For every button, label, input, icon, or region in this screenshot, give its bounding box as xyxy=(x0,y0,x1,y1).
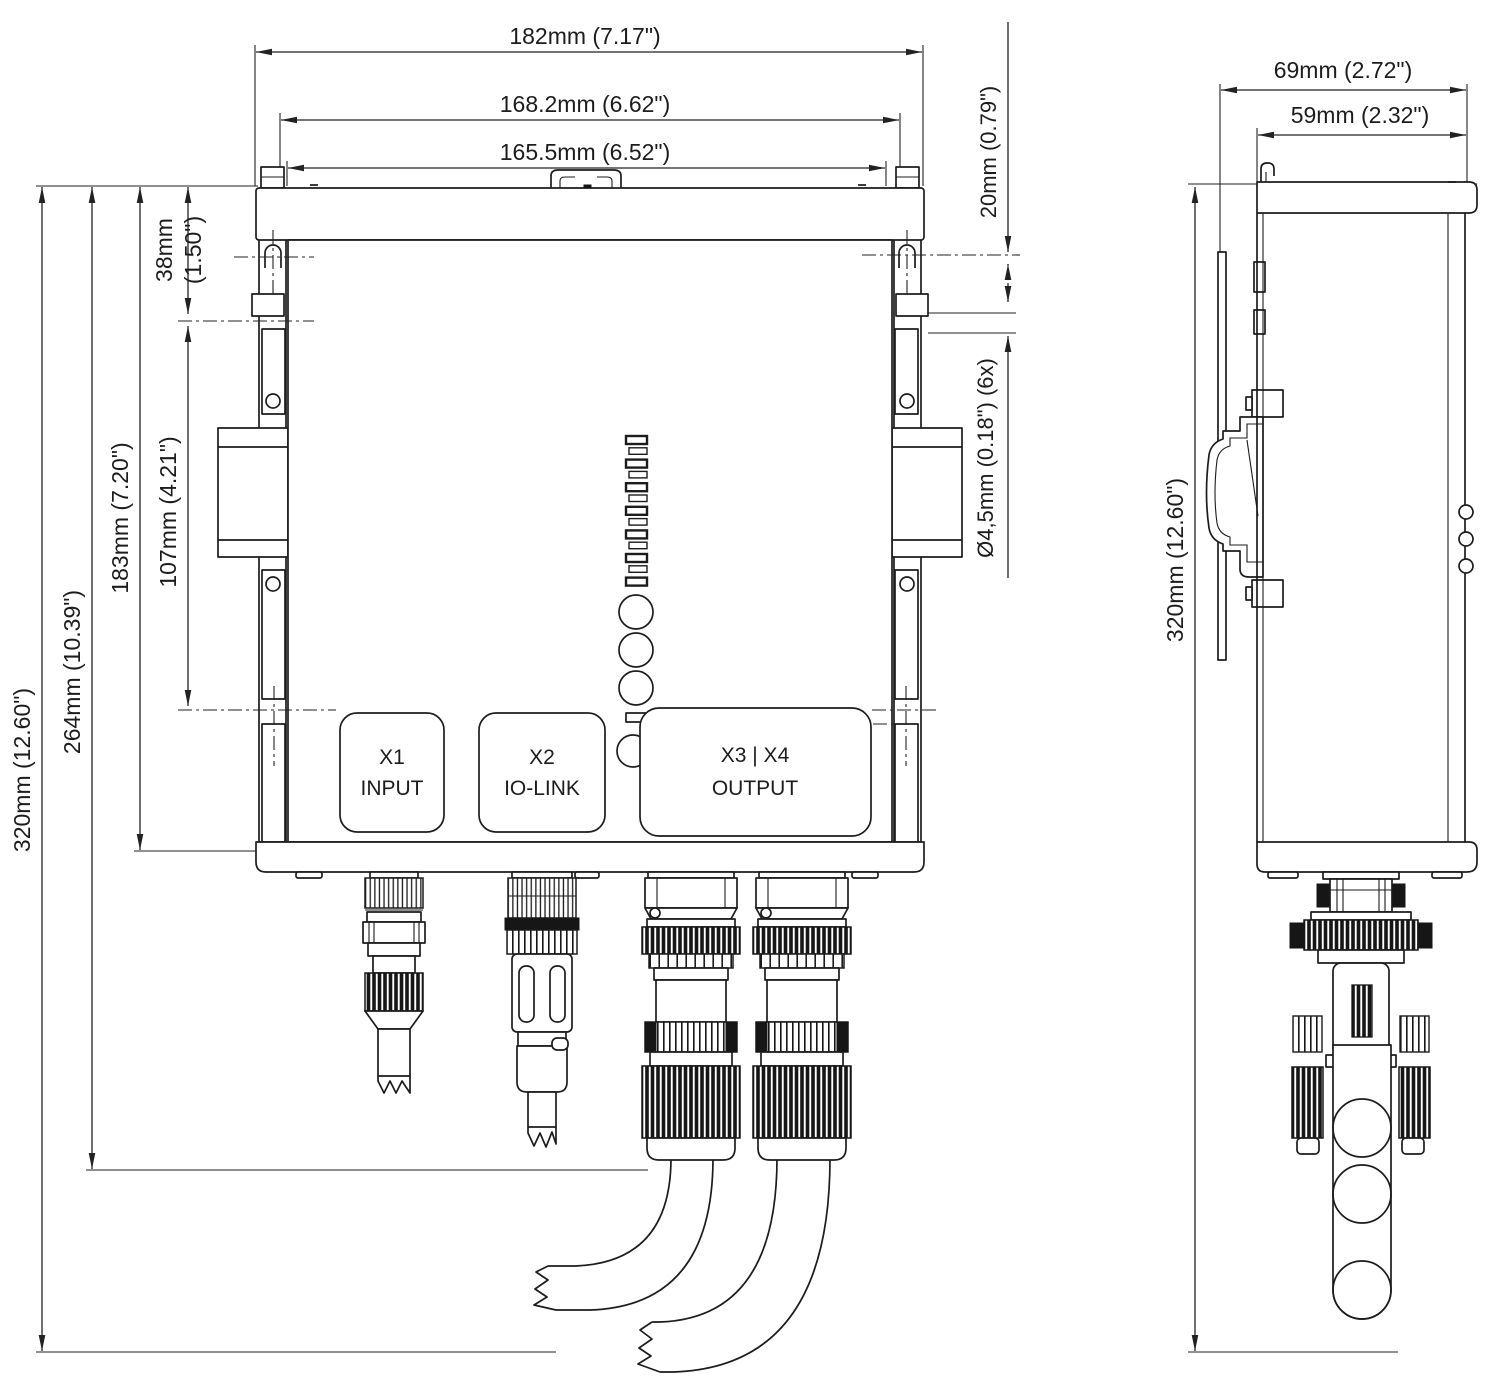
side-view xyxy=(1205,162,1478,1320)
led-segment xyxy=(628,565,648,573)
status-led xyxy=(618,670,654,706)
x3x4-function: OUTPUT xyxy=(712,777,799,800)
led-segment xyxy=(628,470,648,479)
dim-hole-span: 107mm (4.21") xyxy=(155,436,181,587)
led-segment xyxy=(624,482,649,493)
front-left-bracket xyxy=(217,166,289,843)
dim-depth-overall: 69mm (2.72") xyxy=(1274,57,1413,83)
x2-function: IO-LINK xyxy=(504,777,580,800)
led-segment xyxy=(624,552,649,564)
bottom-flange xyxy=(255,841,925,873)
status-led xyxy=(618,632,654,668)
led-segment xyxy=(624,576,649,587)
output-cables xyxy=(533,1157,831,1373)
dim-hole-offset-mm: 38mm xyxy=(151,218,177,282)
side-connector-stack xyxy=(1289,871,1433,1320)
x2-id: X2 xyxy=(529,746,555,769)
dim-mount-hole: Ø4,5mm (0.18") (6x) xyxy=(973,358,998,558)
top-tab xyxy=(550,169,622,188)
connector-label-x3x4: X3 | X4 OUTPUT xyxy=(639,707,872,837)
status-led-group xyxy=(618,594,654,706)
led-bar-indicator xyxy=(624,434,649,587)
led-segment xyxy=(624,505,649,516)
led-segment xyxy=(628,541,648,550)
x1-id: X1 xyxy=(379,746,405,769)
dimension-layer: 182mm (7.17") 168.2mm (6.62") 165.5mm (6… xyxy=(9,22,1477,1353)
connector-x3 xyxy=(641,871,741,1161)
connector-x2 xyxy=(504,871,580,1148)
dim-height-overall: 320mm (12.60") xyxy=(9,688,35,852)
connector-label-x2: X2 IO-LINK xyxy=(478,712,606,833)
front-right-bracket xyxy=(891,166,963,843)
dim-side-height-overall: 320mm (12.60") xyxy=(1162,478,1188,642)
dim-width-mount-inner: 165.5mm (6.52") xyxy=(500,139,671,165)
connector-x4 xyxy=(752,871,852,1161)
connector-x1 xyxy=(362,871,426,1094)
dim-depth-housing: 59mm (2.32") xyxy=(1291,102,1430,128)
side-cable xyxy=(1332,1044,1392,1320)
connector-label-x1: X1 INPUT xyxy=(339,712,445,833)
dim-hole-offset-inch: (1.50") xyxy=(180,216,206,284)
dim-width-mount-outer: 168.2mm (6.62") xyxy=(500,91,671,117)
dim-width-overall: 182mm (7.17") xyxy=(509,23,660,49)
side-housing xyxy=(1253,162,1478,879)
led-segment xyxy=(628,447,648,455)
dim-top-to-hole: 20mm (0.79") xyxy=(976,86,1001,219)
led-segment xyxy=(624,529,649,540)
front-view: X1 INPUT X2 IO-LINK X3 | X4 OUTPUT xyxy=(178,166,1020,1373)
led-segment xyxy=(628,494,648,503)
side-top-tab xyxy=(1260,162,1275,182)
status-led xyxy=(618,594,654,630)
x1-function: INPUT xyxy=(361,777,424,800)
led-segment xyxy=(624,458,649,469)
x3x4-id: X3 | X4 xyxy=(721,744,790,767)
dim-height-to-cable: 264mm (10.39") xyxy=(59,590,85,754)
center-lines xyxy=(178,230,1020,766)
dim-height-housing: 183mm (7.20") xyxy=(107,442,133,593)
led-segment xyxy=(624,434,649,446)
led-segment xyxy=(628,517,648,526)
